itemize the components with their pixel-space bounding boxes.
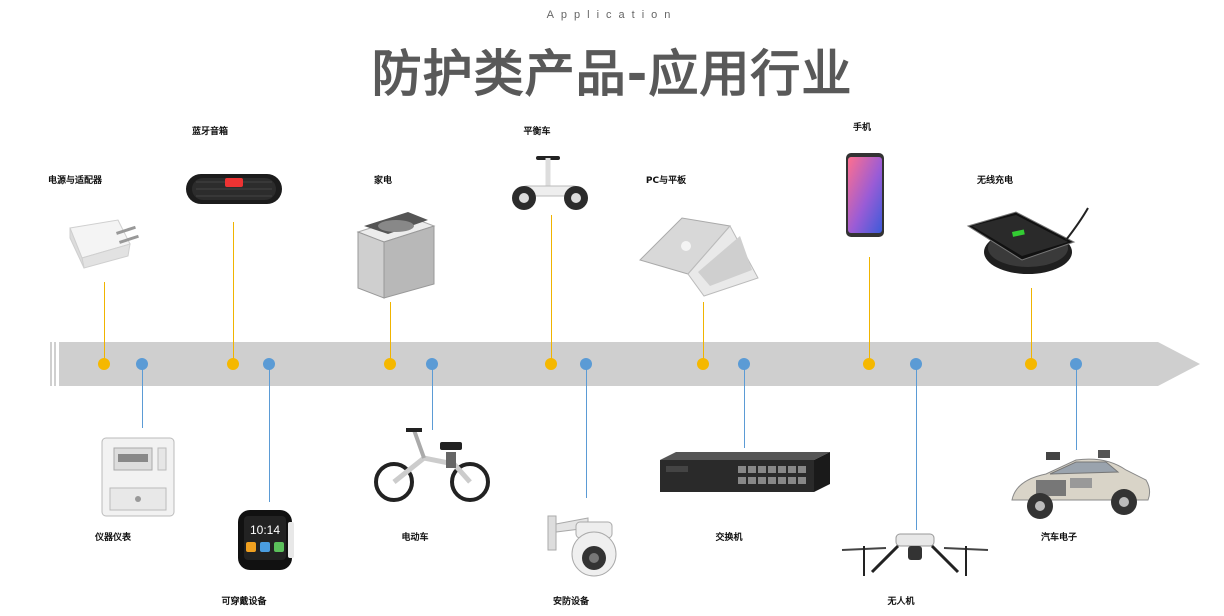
bottom-item-label: 汽车电子	[1040, 533, 1078, 543]
bottom-item-label: 交换机	[715, 533, 743, 543]
connector-line	[269, 364, 270, 502]
page-title: 防护类产品-应用行业	[371, 45, 853, 103]
top-item-label: 手机	[852, 123, 872, 133]
connector-line	[551, 215, 552, 364]
connector-line	[142, 364, 143, 428]
timeline-marker	[384, 358, 396, 370]
top-item-label: 无线充电	[976, 176, 1014, 186]
timeline-marker	[1070, 358, 1082, 370]
timeline-marker	[227, 358, 239, 370]
timeline-marker	[580, 358, 592, 370]
power-adapter-icon	[69, 219, 139, 269]
smartwatch-icon: 10:14	[238, 510, 294, 570]
timeline-marker	[863, 358, 875, 370]
washing-machine-icon	[356, 212, 436, 299]
balance-scooter-icon	[512, 156, 588, 210]
laptop-icon	[639, 217, 759, 297]
connector-line	[586, 364, 587, 498]
bottom-item-label: 安防设备	[552, 597, 590, 607]
smartphone-icon	[846, 153, 884, 237]
connector-line	[104, 282, 105, 364]
top-item-label: 电源与适配器	[47, 176, 103, 186]
connector-line	[1076, 364, 1077, 450]
bottom-item-label: 可穿戴设备	[221, 597, 267, 607]
connector-line	[233, 222, 234, 364]
connector-line	[432, 364, 433, 430]
bottom-item-label: 无人机	[887, 597, 915, 607]
timeline-marker	[545, 358, 557, 370]
top-item-label: PC与平板	[645, 176, 687, 186]
top-item-label: 平衡车	[523, 127, 551, 137]
connector-line	[916, 364, 917, 530]
timeline-marker	[136, 358, 148, 370]
security-camera-icon	[547, 515, 617, 577]
svg-text:10:14: 10:14	[250, 523, 280, 537]
timeline-marker	[910, 358, 922, 370]
bottom-item-label: 电动车	[401, 533, 429, 543]
network-switch-icon	[660, 452, 830, 492]
connector-line	[1031, 288, 1032, 364]
connector-line	[869, 257, 870, 364]
timeline-marker	[697, 358, 709, 370]
bottom-item-label: 仪器仪表	[94, 533, 132, 543]
connector-line	[744, 364, 745, 448]
timeline-marker	[426, 358, 438, 370]
drone-icon	[841, 533, 989, 576]
top-item-label: 蓝牙音箱	[191, 127, 229, 137]
page-subtitle: Application	[546, 9, 678, 21]
bluetooth-speaker-icon	[186, 174, 282, 204]
connector-line	[390, 302, 391, 364]
timeline-marker	[98, 358, 110, 370]
timeline-marker	[263, 358, 275, 370]
car-electronics-icon	[1011, 450, 1151, 519]
connector-line	[703, 302, 704, 364]
timeline-marker	[1025, 358, 1037, 370]
top-item-label: 家电	[373, 176, 393, 186]
electric-bike-icon	[374, 428, 490, 502]
wireless-charger-icon	[966, 207, 1089, 274]
timeline-marker	[738, 358, 750, 370]
electric-meter-icon	[101, 437, 175, 517]
